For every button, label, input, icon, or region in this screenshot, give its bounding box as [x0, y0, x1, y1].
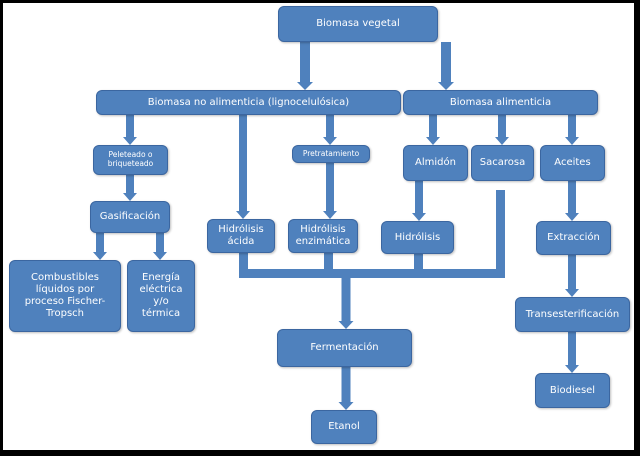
- node-aceites: Aceites: [540, 145, 605, 181]
- node-hidrolisis-enzimatica: Hidrólisis enzimática: [288, 219, 358, 253]
- arrow-transesterification-to-biodiesel: [565, 332, 579, 373]
- arrow-root-to-food: [438, 42, 454, 90]
- node-transesterificacion: Transesterificación: [515, 297, 630, 332]
- diagram-canvas: Biomasa vegetal Biomasa no alimenticia (…: [3, 3, 634, 450]
- arrow-root-to-non-food: [297, 42, 313, 90]
- node-pretratamiento: Pretratamiento: [292, 145, 370, 163]
- arrow-non-food-to-pretreatment: [323, 115, 337, 145]
- node-peleteado: Peleteado o briqueteado: [93, 145, 168, 175]
- connector-enzymatic-down: [324, 253, 333, 277]
- node-almidon: Almidón: [403, 145, 468, 181]
- node-hidrolisis-acida: Hidrólisis ácida: [207, 219, 275, 253]
- node-sacarosa: Sacarosa: [471, 145, 534, 181]
- arrow-merge-to-fermentation: [338, 278, 354, 329]
- arrow-non-food-to-pelleting: [123, 115, 137, 145]
- arrow-non-food-to-acid-hydrolysis: [236, 115, 250, 219]
- node-fermentacion: Fermentación: [277, 329, 412, 367]
- node-etanol: Etanol: [311, 410, 377, 444]
- arrow-fermentation-to-ethanol: [338, 367, 354, 410]
- arrow-extraction-to-transesterification: [565, 255, 579, 297]
- node-biomasa-alimenticia: Biomasa alimenticia: [403, 90, 598, 115]
- node-biomasa-vegetal: Biomasa vegetal: [278, 6, 438, 42]
- connector-layer: [93, 42, 579, 410]
- node-biomasa-no-alimenticia: Biomasa no alimenticia (lignocelulósica): [96, 90, 401, 115]
- node-gasificacion: Gasificación: [90, 201, 170, 233]
- arrow-food-to-starch: [426, 115, 440, 145]
- node-hidrolisis: Hidrólisis: [381, 221, 454, 254]
- arrow-food-to-oils: [565, 115, 579, 145]
- arrow-food-to-sucrose: [495, 115, 509, 145]
- connector-merge-bar: [239, 269, 505, 278]
- connector-sucrose-down: [496, 190, 505, 277]
- node-energia: Energía eléctrica y/o térmica: [127, 260, 195, 332]
- arrow-pelleting-to-gasification: [123, 175, 137, 201]
- arrow-gasification-to-energy: [153, 233, 167, 260]
- node-biodiesel: Biodiesel: [535, 373, 610, 408]
- arrow-oils-to-extraction: [565, 181, 579, 221]
- arrow-pretreatment-to-enzymatic: [323, 163, 337, 219]
- connector-hydrolysis-down: [414, 254, 423, 277]
- arrow-gasification-to-fischer-tropsch: [93, 233, 107, 260]
- node-extraccion: Extracción: [536, 221, 611, 255]
- connector-acid-down: [239, 253, 248, 277]
- arrow-starch-to-hydrolysis: [412, 181, 426, 221]
- node-combustibles-fischer-tropsch: Combustibles líquidos por proceso Fische…: [9, 260, 121, 332]
